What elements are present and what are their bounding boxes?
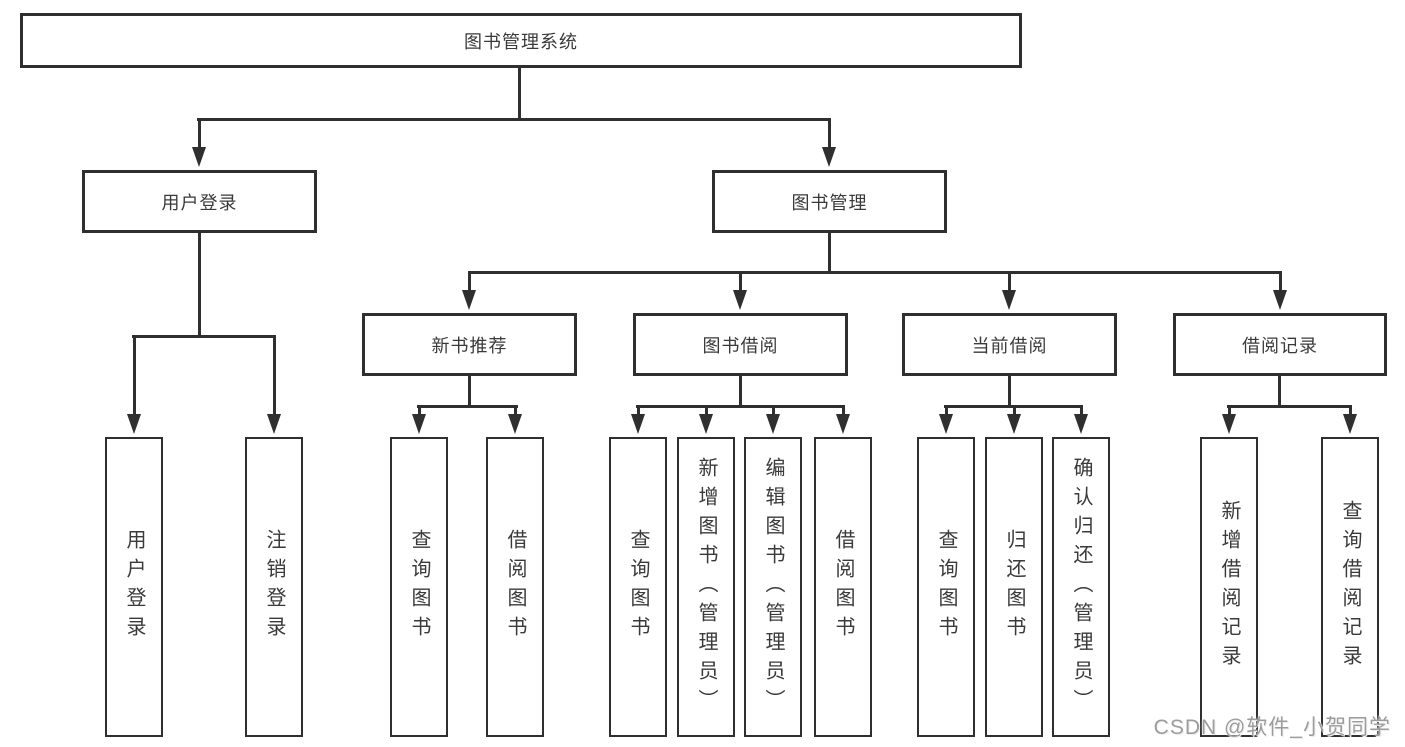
leaf-add-books-admin: 新增图书（管理员）	[677, 437, 735, 737]
node-label: 图书管理	[791, 192, 868, 213]
arrow-down	[836, 408, 850, 434]
connector-sec0-drop	[468, 376, 471, 405]
leaf-label: 编辑图书（管理员）	[762, 456, 784, 718]
arrow-down	[822, 121, 836, 167]
leaf-query-borrow-record: 查询借阅记录	[1321, 437, 1379, 737]
arrow-down	[508, 408, 522, 434]
leaf-borrow-books: 借阅图书	[814, 437, 872, 737]
connector-sec2-rail	[944, 405, 1083, 408]
leaf-query-books-recommend: 查询图书	[390, 437, 448, 737]
node-label: 新书推荐	[431, 335, 508, 356]
leaf-return-books: 归还图书	[985, 437, 1043, 737]
leaf-query-books-current: 查询图书	[917, 437, 975, 737]
leaf-label: 新增借阅记录	[1218, 500, 1240, 674]
leaf-label: 查询图书	[408, 529, 430, 645]
arrow-down	[267, 338, 281, 434]
connector-sec1-drop	[739, 376, 742, 405]
leaf-label: 确认归还（管理员）	[1070, 456, 1092, 718]
arrow-down	[699, 408, 713, 434]
connector-book-mgmt-rail	[468, 271, 1282, 274]
leaf-edit-books-admin: 编辑图书（管理员）	[744, 437, 802, 737]
connector-user-login-rail	[132, 335, 276, 338]
connector-user-login-drop	[198, 233, 201, 335]
node-current-borrowing: 当前借阅	[902, 313, 1117, 376]
connector-sec0-rail	[417, 405, 518, 408]
csdn-watermark: CSDN @软件_小贺同学	[1153, 716, 1391, 739]
leaf-label: 归还图书	[1003, 529, 1025, 645]
arrow-down	[1273, 274, 1287, 310]
node-label: 借阅记录	[1242, 335, 1318, 356]
node-book-borrowing: 图书借阅	[633, 313, 848, 376]
leaf-label: 查询图书	[627, 529, 649, 645]
connector-root-rail	[197, 118, 831, 121]
node-label: 当前借阅	[971, 335, 1048, 356]
arrow-down	[462, 274, 476, 310]
leaf-borrow-books-recommend: 借阅图书	[486, 437, 544, 737]
node-library-management-system: 图书管理系统	[20, 13, 1022, 68]
leaf-user-login: 用户登录	[105, 437, 163, 737]
connector-sec2-drop	[1008, 376, 1011, 405]
arrow-down	[127, 338, 141, 434]
arrow-down	[1343, 408, 1357, 434]
node-borrowing-records: 借阅记录	[1173, 313, 1387, 376]
leaf-label: 借阅图书	[832, 529, 854, 645]
connector-root-drop	[518, 68, 521, 118]
leaf-label: 借阅图书	[504, 529, 526, 645]
arrow-down	[1222, 408, 1236, 434]
connector-sec3-drop	[1278, 376, 1281, 405]
connector-sec1-rail	[636, 405, 845, 408]
leaf-label: 用户登录	[123, 529, 145, 645]
leaf-label: 新增图书（管理员）	[695, 456, 717, 718]
leaf-label: 查询图书	[935, 529, 957, 645]
leaf-query-books-borrowing: 查询图书	[609, 437, 667, 737]
node-new-book-recommendation: 新书推荐	[362, 313, 577, 376]
leaf-logout: 注销登录	[245, 437, 303, 737]
connector-book-mgmt-drop	[828, 233, 831, 271]
leaf-add-borrow-record: 新增借阅记录	[1200, 437, 1258, 737]
leaf-confirm-return-admin: 确认归还（管理员）	[1052, 437, 1110, 737]
node-label: 图书管理系统	[464, 31, 578, 52]
node-label: 用户登录	[161, 192, 238, 213]
node-user-login: 用户登录	[82, 170, 317, 233]
connector-sec3-rail	[1227, 405, 1352, 408]
arrow-down	[1002, 274, 1016, 310]
arrow-down	[733, 274, 747, 310]
leaf-label: 注销登录	[263, 529, 285, 645]
leaf-label: 查询借阅记录	[1339, 500, 1361, 674]
arrow-down	[412, 408, 426, 434]
arrow-down	[766, 408, 780, 434]
arrow-down	[939, 408, 953, 434]
node-book-management: 图书管理	[712, 170, 947, 233]
node-label: 图书借阅	[702, 335, 779, 356]
arrow-down	[1007, 408, 1021, 434]
arrow-down	[1074, 408, 1088, 434]
arrow-down	[192, 121, 206, 167]
arrow-down	[631, 408, 645, 434]
